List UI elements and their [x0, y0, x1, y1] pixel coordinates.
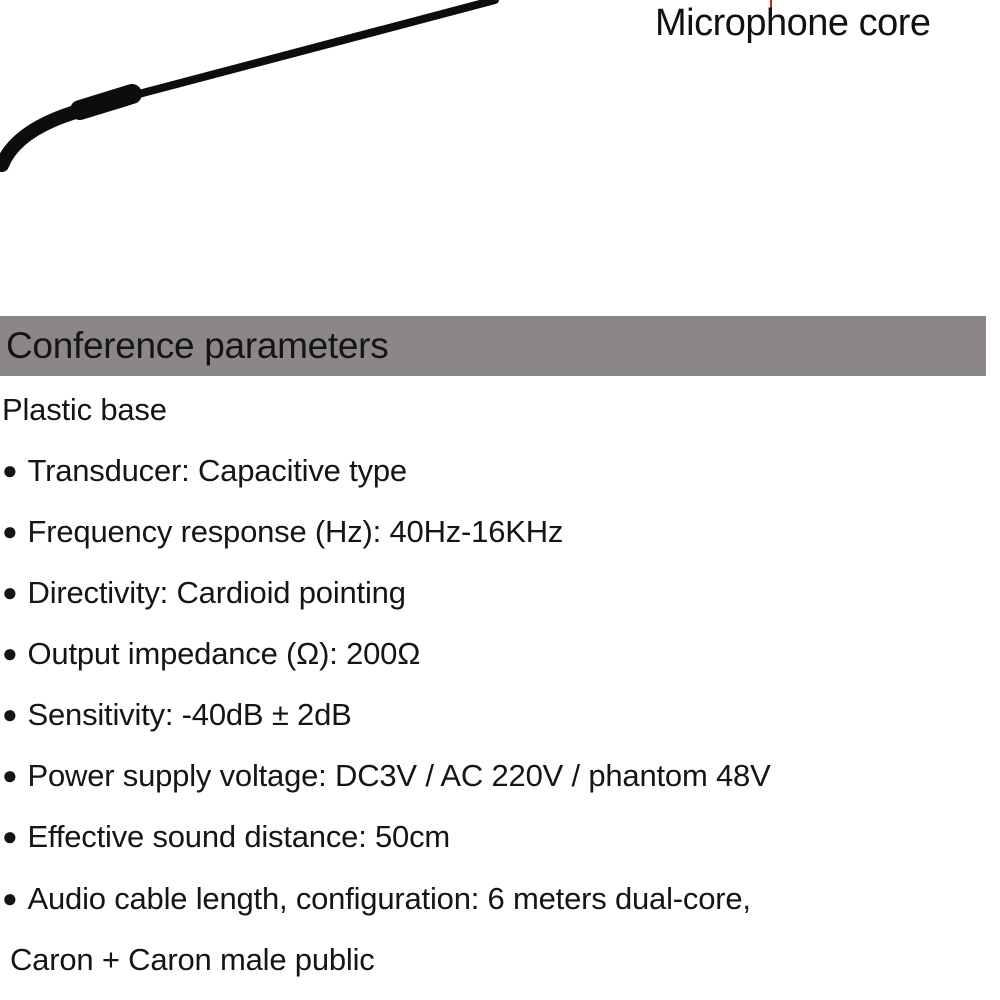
spec-item: ● Effective sound distance: 50cm — [2, 819, 450, 855]
bullet-icon: ● — [2, 516, 18, 546]
spec-intro: Plastic base — [2, 392, 167, 427]
callout-marker — [770, 0, 772, 8]
spec-item-text: Audio cable length, configuration: 6 met… — [27, 881, 752, 916]
gooseneck-arm — [131, 0, 499, 99]
section-title: Conference parameters — [6, 325, 389, 366]
spec-item-text: Effective sound distance: 50cm — [27, 819, 451, 854]
spec-item-text: Sensitivity: -40dB ± 2dB — [27, 697, 352, 732]
microphone-core-label: Microphone core — [655, 2, 931, 44]
bullet-icon: ● — [2, 821, 18, 851]
gooseneck-bend — [0, 103, 89, 172]
spec-item-text: Transducer: Capacitive type — [27, 453, 408, 488]
spec-item: ● Frequency response (Hz): 40Hz-16KHz — [2, 514, 563, 550]
spec-item: ● Audio cable length, configuration: 6 me… — [2, 881, 751, 917]
spec-item-text: Power supply voltage: DC3V / AC 220V / p… — [27, 758, 771, 793]
bullet-icon: ● — [2, 455, 18, 485]
spec-item: ● Directivity: Cardioid pointing — [2, 575, 406, 611]
spec-item-text: Directivity: Cardioid pointing — [27, 575, 406, 610]
microphone-photo — [0, 0, 1000, 300]
spec-item: ● Transducer: Capacitive type — [2, 453, 407, 489]
spec-item: ● Sensitivity: -40dB ± 2dB — [2, 697, 352, 733]
spec-continuation: Caron + Caron male public — [10, 942, 375, 977]
bullet-icon: ● — [2, 638, 18, 668]
section-header: Conference parameters — [0, 316, 986, 376]
gooseneck-illustration — [0, 0, 499, 172]
spec-item-text: Frequency response (Hz): 40Hz-16KHz — [27, 514, 564, 549]
bullet-icon: ● — [2, 760, 18, 790]
bullet-icon: ● — [2, 883, 18, 913]
spec-item-text: Output impedance (Ω): 200Ω — [27, 636, 421, 671]
spec-item: ● Output impedance (Ω): 200Ω — [2, 636, 420, 672]
bullet-icon: ● — [2, 699, 18, 729]
bullet-icon: ● — [2, 577, 18, 607]
spec-item: ● Power supply voltage: DC3V / AC 220V / … — [2, 758, 771, 794]
gooseneck-collar — [70, 84, 142, 120]
